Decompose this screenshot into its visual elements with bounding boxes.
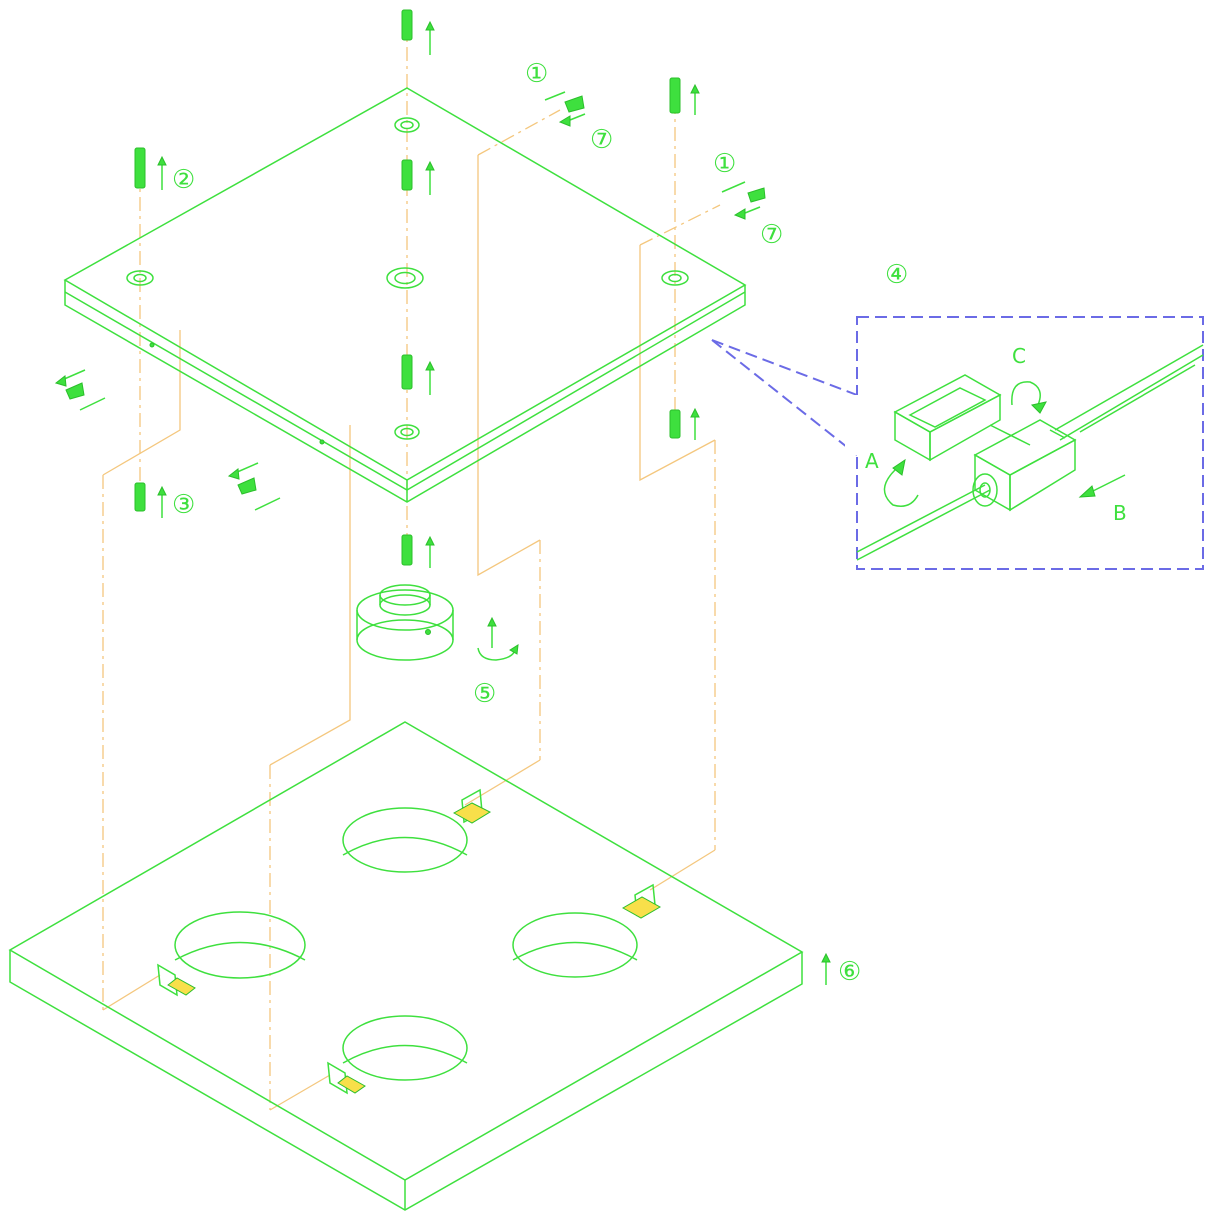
side-screws [54, 91, 766, 511]
base-hole-top [342, 807, 468, 873]
plate-center-ring [386, 267, 424, 289]
bolt-left-lower [134, 482, 167, 518]
plate-boss-right [661, 270, 689, 286]
rotate-a-arrow-icon [883, 458, 919, 507]
assembly-guide-lines [102, 20, 721, 1111]
bolt-left-upper [134, 147, 167, 190]
step-label-7-right: ⑦ [760, 220, 783, 250]
bracket-bottom [327, 1061, 366, 1095]
step-label-3: ③ [172, 490, 195, 520]
rotate-arrow-icon [477, 616, 519, 661]
cable [856, 344, 1204, 561]
base-plate [8, 721, 831, 1211]
step-label-4: ④ [885, 260, 908, 290]
bolt-right-lower [669, 407, 700, 440]
plate-boss-bottom [394, 424, 420, 440]
step-label-7-top: ⑦ [590, 125, 613, 155]
plate-boss-left [126, 270, 154, 286]
bolt-right-upper [669, 77, 700, 115]
base-hole-bottom [342, 1015, 468, 1081]
step-label-6: ⑥ [838, 957, 861, 987]
detail-label-b: B [1113, 501, 1127, 525]
load-cell-puck [356, 584, 454, 661]
bracket-right [621, 883, 662, 919]
detail-callout [711, 316, 1204, 570]
screw-right [721, 181, 766, 220]
step-label-1-top: ① [525, 59, 548, 89]
bolt-top-center [401, 9, 435, 55]
base-hole-right [512, 912, 638, 978]
detail-label-c: C [1012, 344, 1026, 368]
bolt-plate-lower [401, 354, 435, 395]
bolt-plate-upper [401, 159, 435, 195]
slide-b-arrow-icon [1078, 474, 1126, 498]
base-up-arrow-icon [821, 952, 831, 985]
connector-body [972, 419, 1077, 512]
step-label-2: ② [172, 165, 195, 195]
bracket-top [452, 788, 492, 824]
bolt-under-plate [401, 534, 435, 568]
screw-front [227, 462, 281, 511]
screw-top-right [544, 91, 586, 127]
detail-label-a: A [865, 449, 879, 473]
rotate-c-arrow-icon [1011, 381, 1047, 414]
step-label-5: ⑤ [473, 679, 496, 709]
top-plate [63, 87, 747, 503]
step-label-1-right: ① [713, 149, 736, 179]
screw-left [54, 369, 106, 411]
bracket-left [157, 963, 196, 997]
base-hole-left [174, 911, 306, 979]
step-labels: ① ⑦ ① ⑦ ② ③ ④ ⑤ ⑥ A B C [172, 59, 1127, 987]
plate-boss-top [394, 117, 420, 133]
bolts [134, 9, 700, 568]
connector-cap [893, 374, 1002, 462]
